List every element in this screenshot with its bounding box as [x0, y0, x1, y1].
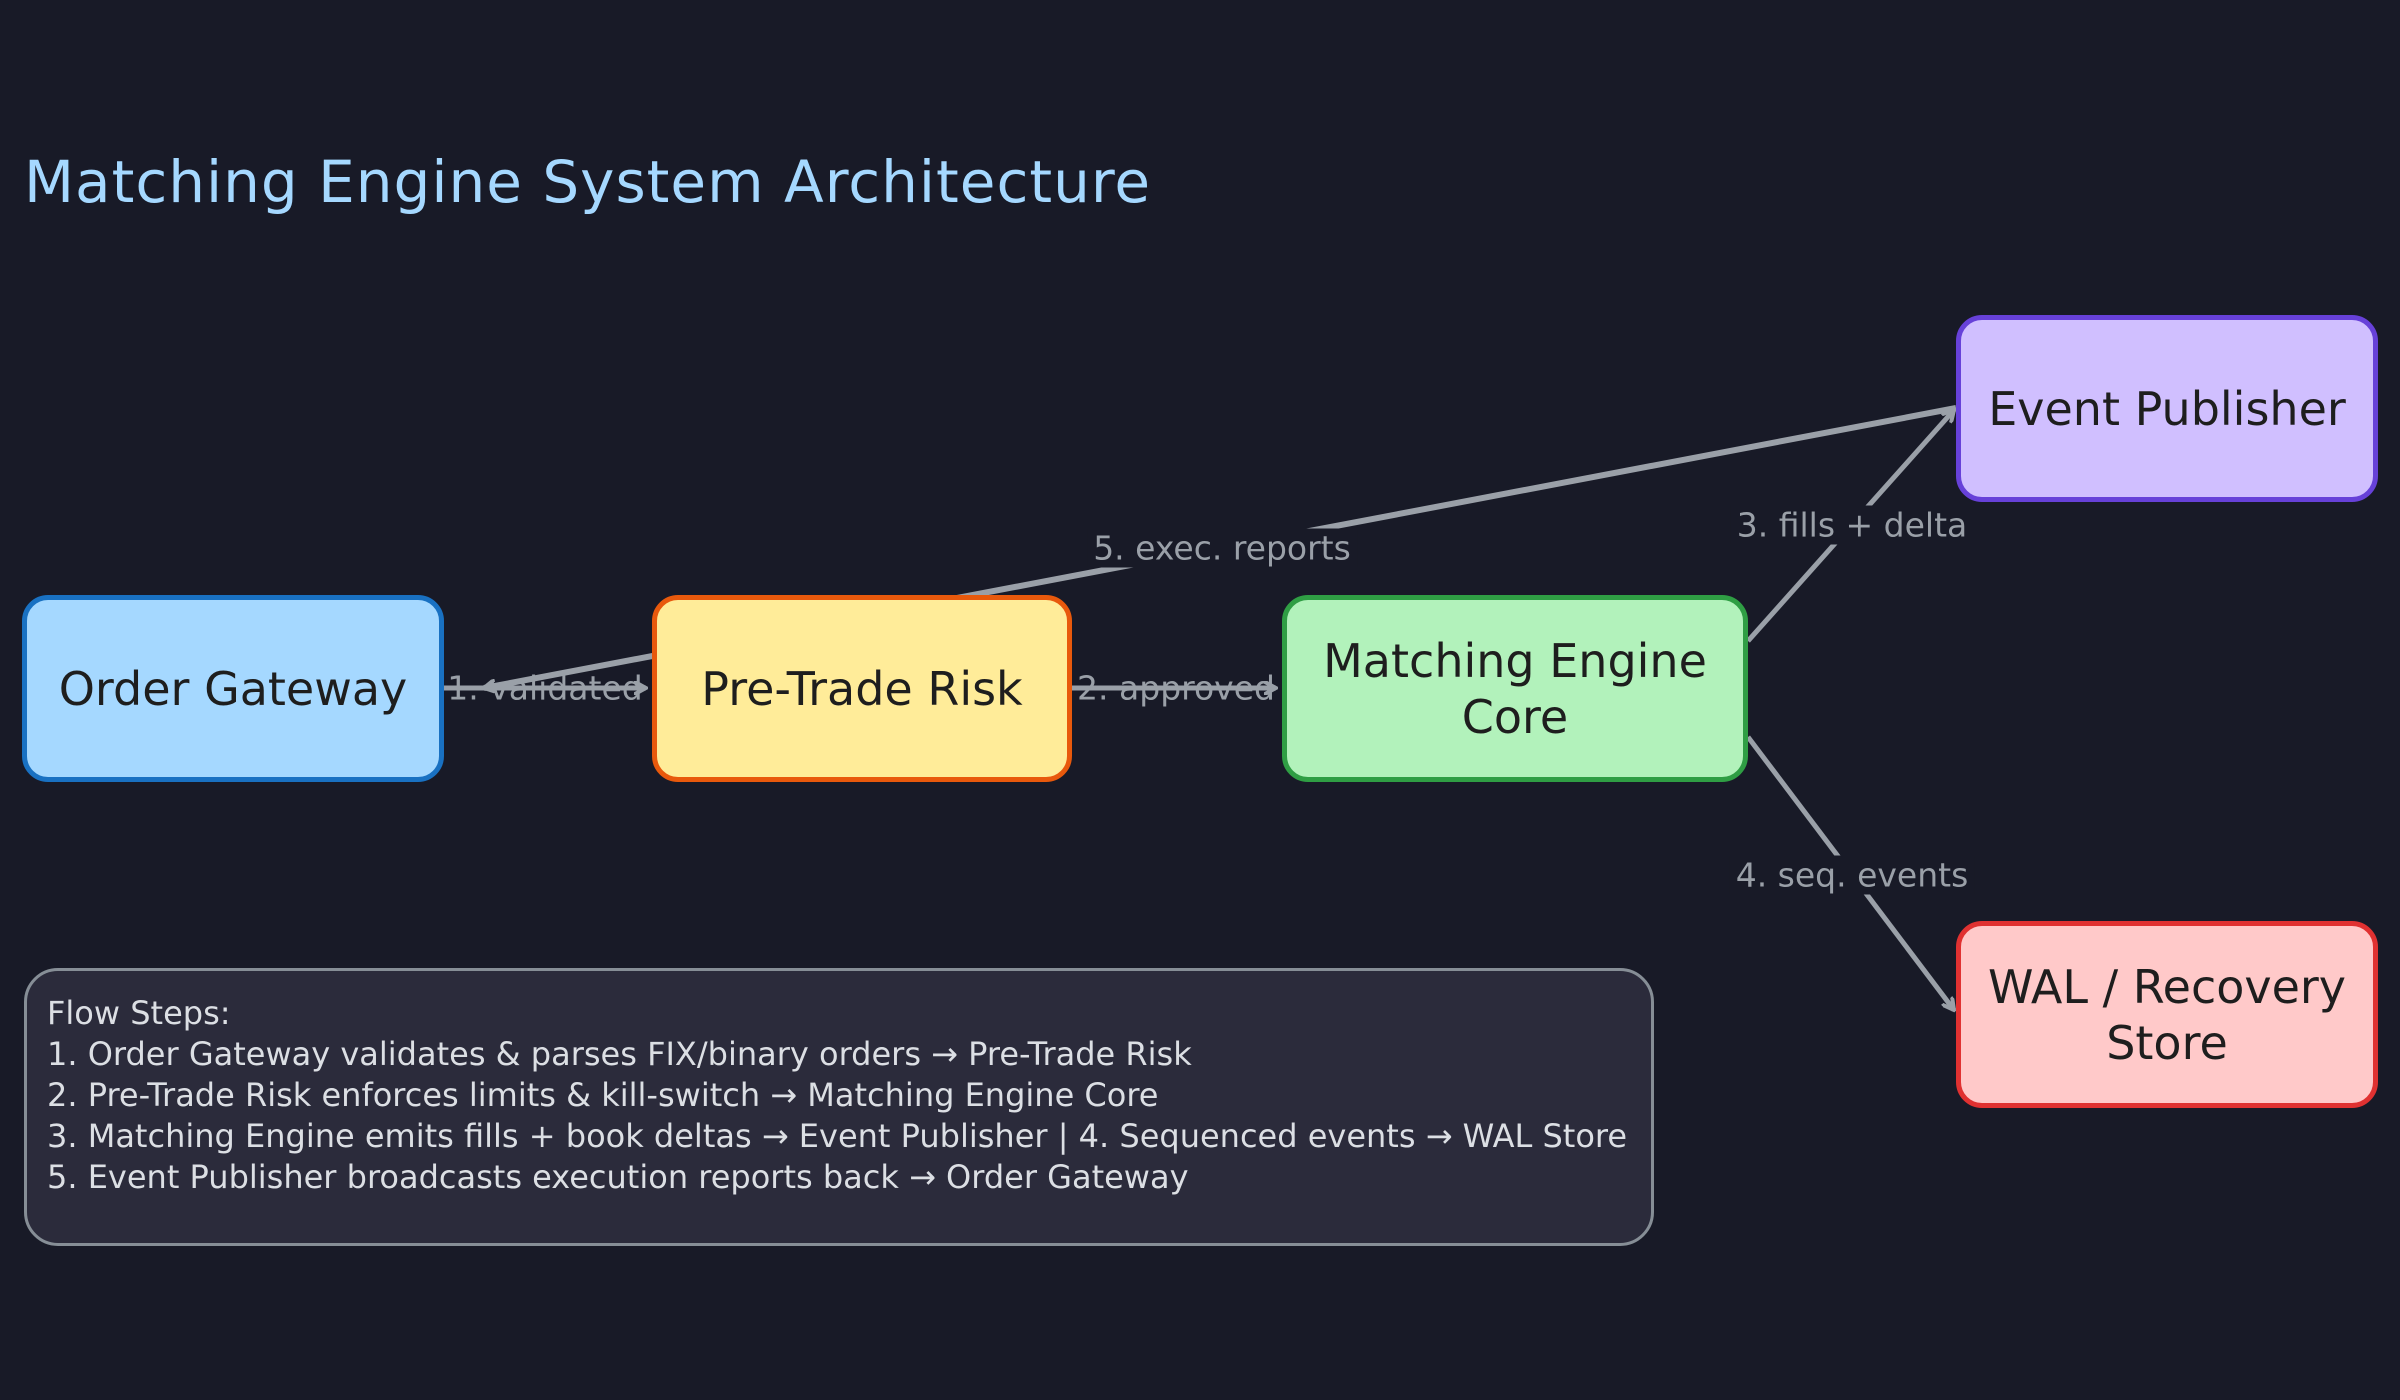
node-pre-trade-risk[interactable]: Pre-Trade Risk: [652, 595, 1072, 782]
legend-heading: Flow Steps:: [47, 994, 231, 1032]
legend-step: 2. Pre-Trade Risk enforces limits & kill…: [47, 1076, 1159, 1114]
node-label: WAL / Recovery Store: [1987, 959, 2347, 1070]
edge-label-approved: 2. approved: [1077, 668, 1275, 708]
node-order-gateway[interactable]: Order Gateway: [22, 595, 444, 782]
node-wal-recovery-store[interactable]: WAL / Recovery Store: [1956, 921, 2378, 1108]
legend-step: 1. Order Gateway validates & parses FIX/…: [47, 1035, 1192, 1073]
legend-step: 5. Event Publisher broadcasts execution …: [47, 1158, 1189, 1196]
flow-steps-legend: Flow Steps: 1. Order Gateway validates &…: [24, 968, 1654, 1246]
edge-label-validated: 1. validated: [447, 668, 643, 708]
node-label: Pre-Trade Risk: [701, 661, 1023, 716]
edge-label-exec-reports: 5. exec. reports: [1087, 528, 1357, 568]
node-label: Event Publisher: [1988, 381, 2346, 436]
node-event-publisher[interactable]: Event Publisher: [1956, 315, 2378, 502]
edge-label-fills-delta: 3. fills + delta: [1730, 505, 1974, 545]
legend-step: 3. Matching Engine emits fills + book de…: [47, 1117, 1628, 1155]
diagram-title: Matching Engine System Architecture: [24, 148, 1152, 216]
node-label: Order Gateway: [58, 661, 408, 716]
node-label: Matching Engine Core: [1323, 633, 1707, 744]
edge-label-seq-events: 4. seq. events: [1729, 855, 1975, 895]
node-matching-engine-core[interactable]: Matching Engine Core: [1282, 595, 1748, 782]
